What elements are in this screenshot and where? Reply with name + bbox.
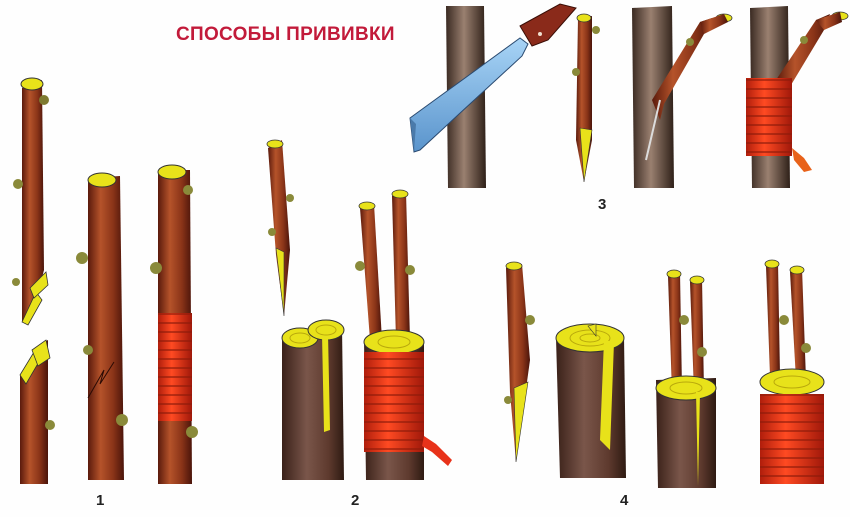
method-2-group <box>266 139 452 480</box>
method-4-group <box>504 259 825 488</box>
scion-stick <box>12 77 49 326</box>
tape-end <box>422 436 452 466</box>
joined-stick <box>76 172 128 480</box>
wedge-scion <box>266 139 294 317</box>
stump-two-scions <box>655 269 717 488</box>
method-1-number: 1 <box>96 492 105 509</box>
inserted-scion <box>632 6 733 188</box>
split-rootstock <box>281 319 345 480</box>
method-1-group <box>12 77 198 484</box>
wrapped-stick <box>150 164 198 484</box>
wrapped-two-scions <box>355 189 452 480</box>
grafting-knife-icon <box>409 3 577 153</box>
page-title: СПОСОБЫ ПРИВИВКИ <box>176 24 395 45</box>
method-4-number: 4 <box>620 492 629 509</box>
wedge-scion <box>504 261 535 463</box>
wrapped-stump <box>759 259 825 484</box>
tape-end <box>792 148 812 172</box>
method-3-number: 3 <box>598 196 607 213</box>
wrapped-side-graft <box>746 6 849 188</box>
split-stump <box>555 323 626 478</box>
method-2-number: 2 <box>351 492 360 509</box>
method-3-group <box>409 3 849 188</box>
wedge-scion <box>572 13 600 183</box>
rootstock-stick <box>19 339 55 484</box>
